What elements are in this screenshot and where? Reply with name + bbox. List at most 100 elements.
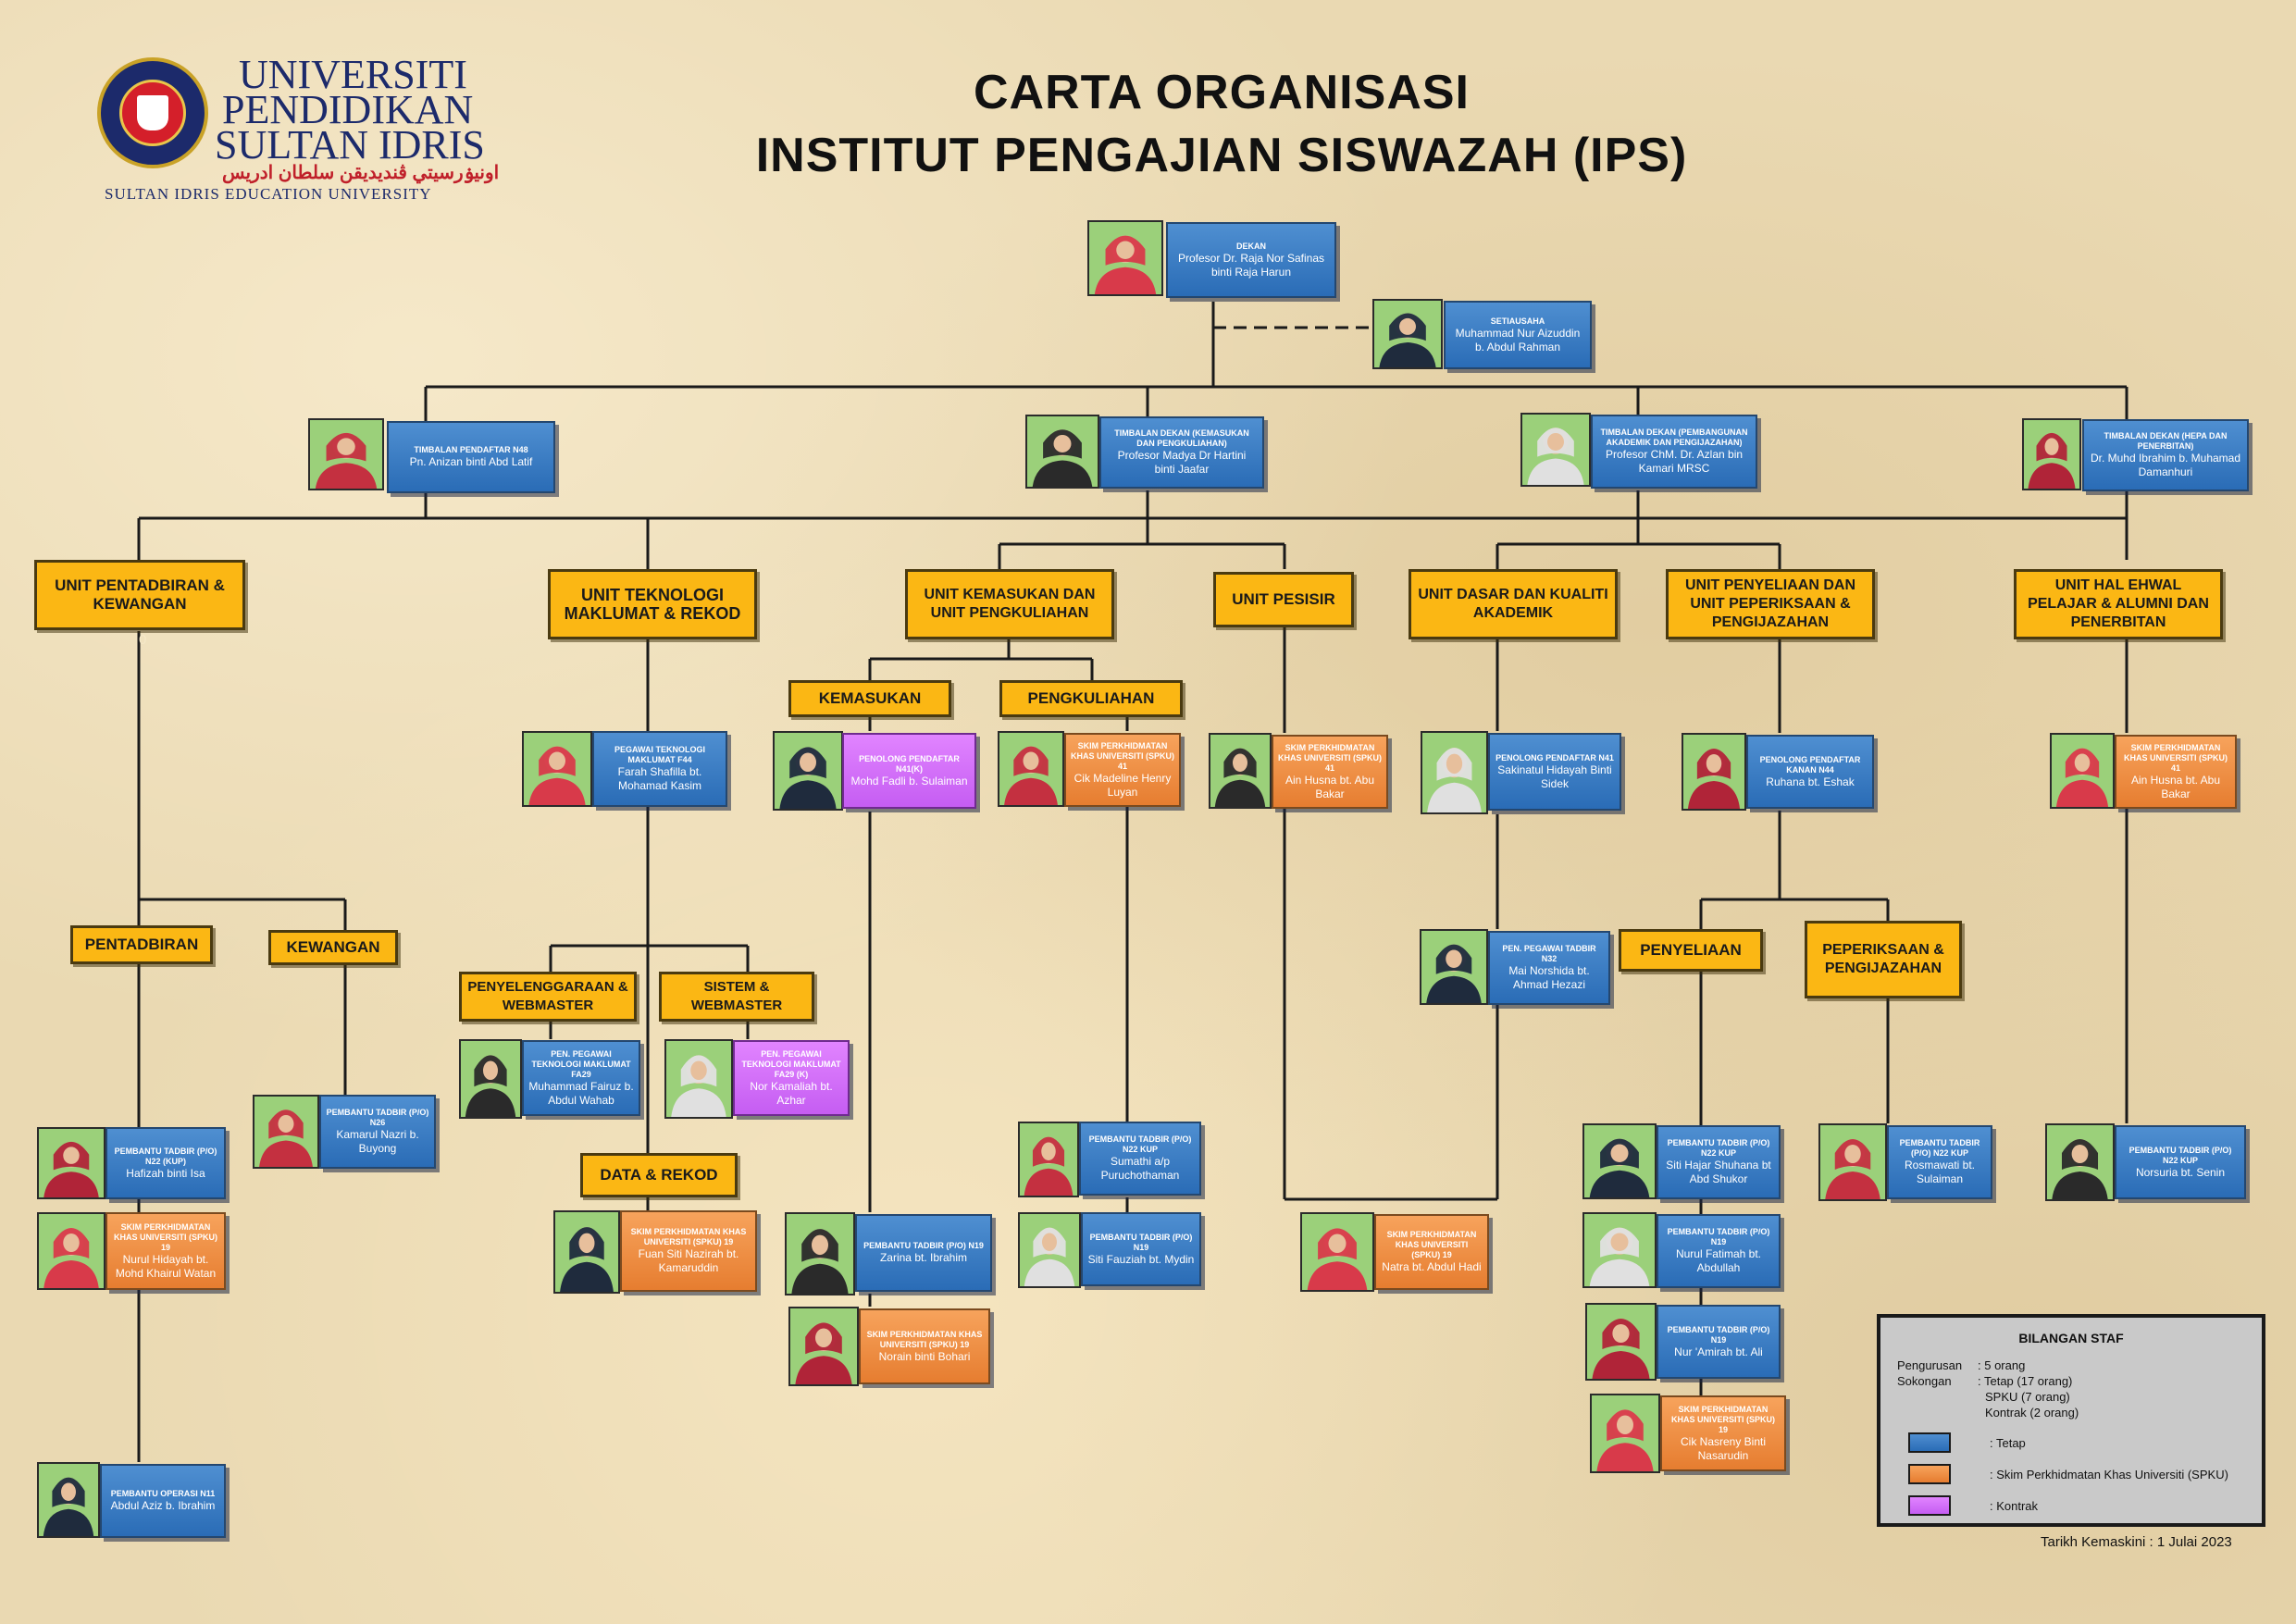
unit-label-penyeliaan-sub: PENYELIAAN: [1619, 929, 1763, 972]
unit-label-data-rekod-sub: DATA & REKOD: [580, 1153, 738, 1197]
staff-card-spku-pengkuliahan: SKIM PERKHIDMATAN KHAS UNIVERSITI (SPKU)…: [1064, 733, 1181, 807]
person-photo-icon: [1818, 1123, 1887, 1201]
logo-word-3: SULTAN IDRIS: [215, 122, 485, 167]
person-photo-icon: [37, 1462, 100, 1538]
university-seal-icon: [97, 57, 208, 168]
staff-role: PEN. PEGAWAI TEKNOLOGI MAKLUMAT FA29 (K): [741, 1048, 841, 1079]
staff-name: Siti Hajar Shuhana bt Abd Shukor: [1666, 1159, 1771, 1185]
staff-card-td-kemasukan: TIMBALAN DEKAN (KEMASUKAN DAN PENGKULIAH…: [1099, 416, 1264, 489]
unit-label-teknologi: UNIT TEKNOLOGI MAKLUMAT & REKOD: [548, 569, 757, 639]
staff-card-td-hepa: TIMBALAN DEKAN (HEPA DAN PENERBITAN)Dr. …: [2082, 419, 2249, 491]
staff-role: TIMBALAN DEKAN (PEMBANGUNAN AKADEMIK DAN…: [1600, 428, 1748, 447]
person-photo-icon: [664, 1039, 733, 1119]
legend-sokongan-value-1: : Tetap (17 orang): [1978, 1374, 2073, 1388]
person-photo-icon: [1209, 733, 1272, 809]
staff-name: Nur 'Amirah bt. Ali: [1674, 1345, 1763, 1358]
person-photo-icon: [998, 731, 1064, 807]
unit-label-pentadbiran-kewangan: UNIT PENTADBIRAN & KEWANGAN: [34, 560, 245, 630]
staff-role: PEMBANTU TADBIR (P/O) N19: [1667, 1324, 1770, 1345]
staff-name: Pn. Anizan binti Abd Latif: [409, 455, 533, 468]
unit-label-kewangan-sub: KEWANGAN: [268, 930, 398, 965]
staff-name: Mai Norshida bt. Ahmad Hezazi: [1508, 964, 1590, 991]
staff-role: PEMBANTU OPERASI N11: [110, 1489, 216, 1498]
unit-label-penyelenggaraan-sub: PENYELENGGARAAN & WEBMASTER: [459, 972, 637, 1022]
staff-role: PEMBANTU TADBIR (P/O) N22 KUP: [2128, 1145, 2232, 1165]
person-photo-icon: [2022, 418, 2081, 490]
staff-name: Siti Fauziah bt. Mydin: [1087, 1252, 1195, 1266]
staff-name: Norain binti Bohari: [878, 1349, 971, 1363]
person-photo-icon: [1018, 1212, 1081, 1288]
unit-label-pengkuliahan-sub: PENGKULIAHAN: [999, 680, 1183, 717]
person-photo-icon: [1421, 731, 1488, 814]
staff-name: Dr. Muhd Ibrahim b. Muhamad Damanhuri: [2090, 452, 2241, 478]
logo-word-1: UNIVERSITI: [239, 52, 467, 97]
staff-card-spku-natra: SKIM PERKHIDMATAN KHAS UNIVERSITI (SPKU)…: [1374, 1214, 1489, 1290]
logo-english: SULTAN IDRIS EDUCATION UNIVERSITY: [105, 185, 432, 203]
staff-card-pp-kemasukan: PENOLONG PENDAFTAR N41(K)Mohd Fadli b. S…: [842, 733, 976, 809]
staff-role: SKIM PERKHIDMATAN KHAS UNIVERSITI (SPKU)…: [1386, 1230, 1477, 1259]
legend-sokongan-value-2: SPKU (7 orang): [1985, 1390, 2070, 1404]
person-photo-icon: [308, 418, 384, 490]
staff-role: PEMBANTU TADBIR (P/O) N26: [326, 1108, 429, 1127]
staff-card-spku-nurul: SKIM PERKHIDMATAN KHAS UNIVERSITI (SPKU)…: [105, 1212, 226, 1290]
staff-role: PEMBANTU TADBIR (P/O) N22 KUP: [1667, 1138, 1770, 1158]
person-photo-icon: [785, 1212, 855, 1295]
person-photo-icon: [1520, 413, 1591, 487]
unit-label-pesisir: UNIT PESISIR: [1213, 572, 1354, 627]
staff-card-spku-pesisir: SKIM PERKHIDMATAN KHAS UNIVERSITI (SPKU)…: [1272, 735, 1388, 809]
person-photo-icon: [459, 1039, 522, 1119]
staff-name: Cik Madeline Henry Luyan: [1074, 771, 1172, 799]
staff-role: PEMBANTU TADBIR (P/O) N19: [1089, 1232, 1193, 1252]
staff-name: Zarina bt. Ibrahim: [879, 1251, 968, 1264]
legend-sokongan-value-3: Kontrak (2 orang): [1985, 1406, 2079, 1419]
staff-name: Muhammad Nur Aizuddin b. Abdul Rahman: [1455, 326, 1581, 353]
unit-label-peperiksaan-sub: PEPERIKSAAN & PENGIJAZAHAN: [1805, 921, 1962, 998]
staff-card-pt-hafizah: PEMBANTU TADBIR (P/O) N22 (KUP)Hafizah b…: [105, 1127, 226, 1199]
person-photo-icon: [1682, 733, 1746, 811]
staff-role: SKIM PERKHIDMATAN KHAS UNIVERSITI (SPKU)…: [1278, 742, 1383, 773]
person-photo-icon: [1585, 1303, 1657, 1381]
staff-name: Sumathi a/p Puruchothaman: [1100, 1155, 1180, 1182]
staff-name: Nurul Fatimah bt. Abdullah: [1675, 1247, 1762, 1274]
staff-name: Ruhana bt. Eshak: [1766, 775, 1855, 788]
legend-tetap: : Tetap: [1990, 1436, 2026, 1450]
logo-jawi: اونيۏرسيتي ڤنديديقن سلطان ادريس: [222, 163, 500, 183]
staff-name: Ain Husna bt. Abu Bakar: [2130, 773, 2221, 800]
staff-role: TIMBALAN DEKAN (HEPA DAN PENERBITAN): [2104, 431, 2228, 451]
staff-role: SETIAUSAHA: [1490, 316, 1545, 326]
person-photo-icon: [1018, 1122, 1079, 1197]
staff-role: PEMBANTU TADBIR (P/O) N22 KUP: [1088, 1134, 1192, 1154]
person-photo-icon: [37, 1212, 105, 1290]
staff-role: SKIM PERKHIDMATAN KHAS UNIVERSITI (SPKU)…: [1071, 740, 1175, 771]
staff-name: Hafizah binti Isa: [126, 1166, 205, 1180]
legend-box: BILANGAN STAF Pengurusan : 5 orang Sokon…: [1877, 1314, 2265, 1527]
legend-swatch-kontrak: [1908, 1495, 1951, 1516]
legend-spku: : Skim Perkhidmatan Khas Universiti (SPK…: [1990, 1468, 2228, 1481]
staff-role: PEMBANTU TADBIR (P/O) N22 (KUP): [114, 1146, 217, 1166]
staff-role: PEN. PEGAWAI TEKNOLOGI MAKLUMAT FA29: [531, 1048, 631, 1079]
logo-word-2: PENDIDIKAN: [222, 87, 474, 132]
person-photo-icon: [1372, 299, 1443, 369]
unit-label-sistem-sub: SISTEM & WEBMASTER: [659, 972, 814, 1022]
legend-pengurusan-label: Pengurusan: [1897, 1358, 1963, 1372]
staff-name: Profesor ChM. Dr. Azlan bin Kamari MRSC: [1605, 448, 1744, 475]
person-photo-icon: [253, 1095, 319, 1169]
staff-role: DEKAN: [1235, 241, 1266, 251]
staff-role: SKIM PERKHIDMATAN KHAS UNIVERSITI (SPKU)…: [1670, 1404, 1775, 1434]
staff-role: PENOLONG PENDAFTAR N41: [1496, 752, 1614, 762]
person-photo-icon: [788, 1307, 859, 1386]
staff-role: SKIM PERKHIDMATAN KHAS UNIVERSITI (SPKU)…: [113, 1221, 217, 1252]
staff-name: Cik Nasreny Binti Nasarudin: [1680, 1434, 1767, 1462]
